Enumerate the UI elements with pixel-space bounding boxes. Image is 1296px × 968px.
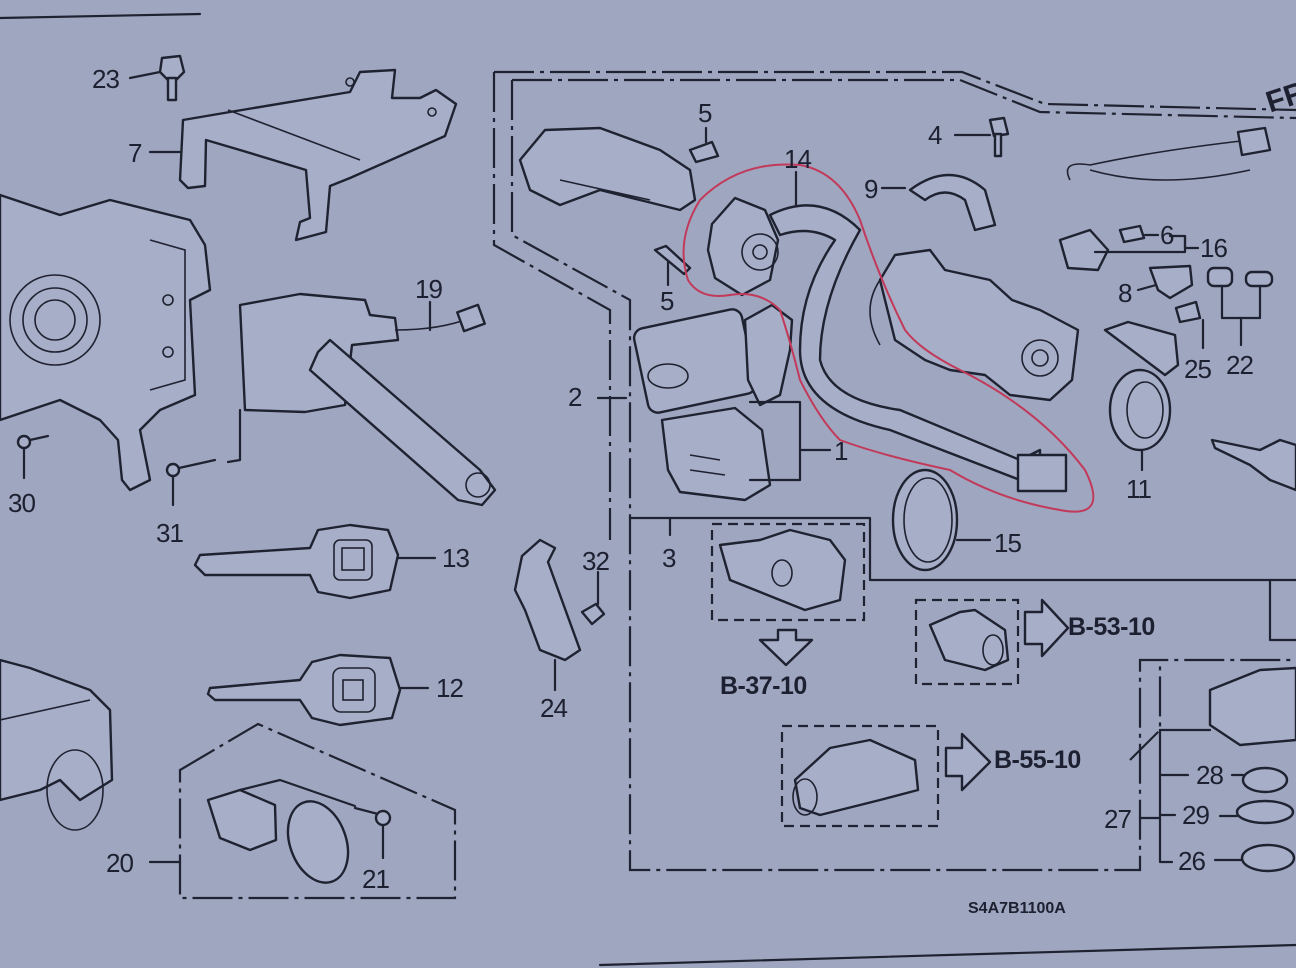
ref-box-b-55-10	[780, 724, 992, 828]
assembly-boundary	[492, 70, 1296, 872]
part-15-band	[891, 468, 992, 572]
callout-11: 11	[1126, 474, 1152, 504]
callout-29: 29	[1182, 800, 1210, 830]
screw-30	[16, 434, 50, 480]
ref-label-b-37-10: B-37-10	[720, 672, 807, 700]
callout-6: 6	[1160, 220, 1175, 250]
part-20-kit-boundary	[148, 722, 457, 900]
combination-switch-body	[0, 193, 212, 492]
drawing-code: S4A7B1100A	[968, 900, 1066, 917]
callout-30: 30	[8, 488, 36, 518]
screw-32	[580, 570, 606, 626]
callout-19: 19	[415, 274, 443, 304]
callout-2: 2	[568, 382, 583, 412]
callout-25: 25	[1184, 354, 1212, 384]
screw-5-lower	[653, 244, 692, 287]
ref-box-b-37-10	[710, 522, 866, 667]
wiper-switch-19	[226, 292, 497, 507]
screw-25	[1174, 300, 1205, 350]
callout-23: 23	[92, 64, 120, 94]
callout-27: 27	[1104, 804, 1132, 834]
callout-16: 16	[1200, 233, 1228, 263]
callout-20: 20	[106, 848, 134, 878]
callout-15: 15	[994, 528, 1022, 558]
callout-28: 28	[1196, 760, 1224, 790]
part-16-harness	[1058, 126, 1272, 272]
part-27-group	[1129, 664, 1296, 873]
part-14-ignition-cylinder	[706, 196, 780, 297]
callout-5-lower: 5	[660, 286, 675, 316]
callout-32: 32	[582, 546, 610, 576]
part-8-bracket	[1136, 264, 1194, 300]
callout-21: 21	[362, 864, 390, 894]
part-7-bracket	[178, 68, 458, 242]
key-13	[193, 523, 437, 600]
hand-drawn-highlight	[682, 163, 1095, 513]
steering-lock-body	[869, 248, 1080, 402]
screw-31	[165, 458, 217, 507]
ref-label-b-53-10: B-53-10	[1068, 613, 1155, 641]
callout-8: 8	[1118, 278, 1133, 308]
screw-6	[1118, 224, 1160, 244]
ref-box-b-53-10	[914, 598, 1070, 686]
callout-9: 9	[864, 174, 879, 204]
callout-13: 13	[442, 543, 470, 573]
page-edge-line	[0, 12, 202, 20]
key-right	[1210, 438, 1296, 492]
callout-1: 1	[834, 436, 849, 466]
callout-3: 3	[662, 543, 677, 573]
vehicle-location-icon	[0, 658, 114, 831]
callout-5-upper: 5	[698, 98, 713, 128]
callout-14: 14	[784, 144, 812, 174]
part-24-bracket	[513, 538, 582, 692]
bolt-23	[128, 54, 186, 102]
part-2-housing	[518, 126, 697, 212]
leader-1-bracket	[748, 400, 802, 482]
part-11-key-ring-illumination	[1103, 320, 1180, 472]
page-edge-line-bottom	[598, 943, 1296, 967]
key-card-holder	[632, 303, 794, 414]
callout-4: 4	[928, 120, 943, 150]
callout-12: 12	[436, 673, 464, 703]
callout-7: 7	[128, 138, 143, 168]
callout-26: 26	[1178, 846, 1206, 876]
key-12	[206, 653, 430, 727]
part-14-wire-harness	[768, 170, 1068, 493]
part-9-clamp	[880, 173, 997, 232]
screw-5-upper	[688, 126, 720, 164]
bolt-4	[953, 116, 1010, 158]
callout-22: 22	[1226, 350, 1254, 380]
transponder-module	[660, 406, 772, 502]
ref-label-b-55-10: B-55-10	[994, 746, 1081, 774]
part-22-caps	[1206, 266, 1274, 347]
callout-24: 24	[540, 693, 568, 723]
callout-31: 31	[156, 518, 184, 548]
